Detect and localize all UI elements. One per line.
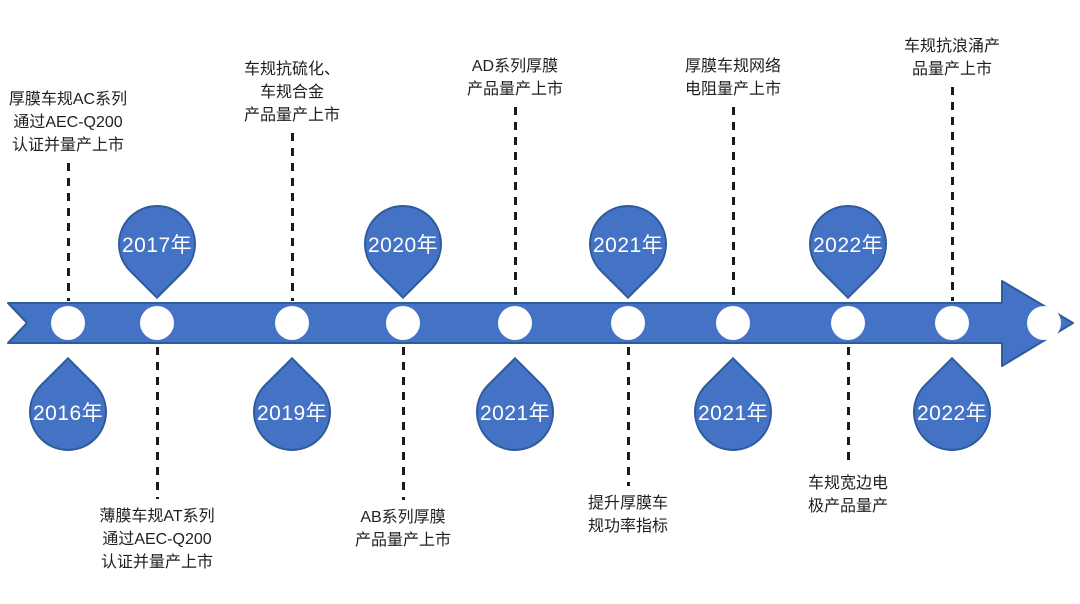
year-label: 2022年 <box>916 402 988 425</box>
year-label: 2020年 <box>367 234 439 257</box>
event-description-line: 认证并量产上市 <box>11 137 124 154</box>
event-description-line: AB系列厚膜 <box>360 509 446 526</box>
event-description-line: 提升厚膜车 <box>587 495 668 512</box>
event-description: 厚膜车规AC系列通过AEC-Q200 认证并量产上市 <box>0 88 160 157</box>
event-description: 薄膜车规AT系列通过AEC-Q200 认证并量产上市 <box>65 505 249 574</box>
event-description-line: 品量产上市 <box>911 61 992 78</box>
event-description-line: AD系列厚膜 <box>471 58 559 75</box>
event-description-line: 车规抗浪涌产 <box>903 38 1000 55</box>
year-label: 2016年 <box>32 402 104 425</box>
event-description-line: 电阻量产上市 <box>684 81 781 98</box>
event-description-line: 厚膜车规网络 <box>684 58 781 75</box>
dashed-connector-line <box>155 347 159 499</box>
event-description: 提升厚膜车规功率指标 <box>536 492 720 538</box>
event-description-line: 车规抗硫化、 <box>243 61 340 78</box>
timeline-band <box>7 280 1074 367</box>
event-description-line: 认证并量产上市 <box>100 554 213 571</box>
timeline-node-dot <box>935 306 969 340</box>
event-description: 车规宽边电极产品量产 <box>756 472 940 518</box>
timeline-node-dot <box>1027 306 1061 340</box>
timeline-node-dot <box>386 306 420 340</box>
event-description-line: 通过AEC-Q200 <box>13 114 123 131</box>
timeline-node-dot <box>716 306 750 340</box>
event-description-line: 产品量产上市 <box>466 81 563 98</box>
event-description-line: 厚膜车规AC系列 <box>8 91 128 108</box>
year-label: 2021年 <box>697 402 769 425</box>
timeline-node-dot <box>831 306 865 340</box>
timeline-node-dot <box>275 306 309 340</box>
dashed-connector-line <box>846 347 850 466</box>
event-description-line: 薄膜车规AT系列 <box>99 508 215 525</box>
event-description: AB系列厚膜产品量产上市 <box>311 506 495 552</box>
year-label: 2021年 <box>592 234 664 257</box>
event-description-line: 车规合金 <box>259 84 324 101</box>
year-label: 2019年 <box>256 402 328 425</box>
dashed-connector-line <box>290 133 294 301</box>
event-description-line: 产品量产上市 <box>243 107 340 124</box>
event-description-line: 车规宽边电 <box>807 475 888 492</box>
timeline-node-dot <box>51 306 85 340</box>
dashed-connector-line <box>950 87 954 301</box>
year-label: 2021年 <box>479 402 551 425</box>
event-description-line: 通过AEC-Q200 <box>102 531 212 548</box>
event-description-line: 产品量产上市 <box>354 532 451 549</box>
dashed-connector-line <box>626 347 630 486</box>
event-description: 车规抗浪涌产品量产上市 <box>860 35 1044 81</box>
event-description: AD系列厚膜产品量产上市 <box>423 55 607 101</box>
dashed-connector-line <box>401 347 405 500</box>
year-label: 2022年 <box>812 234 884 257</box>
timeline-node-dot <box>611 306 645 340</box>
event-description: 厚膜车规网络电阻量产上市 <box>641 55 825 101</box>
dashed-connector-line <box>513 107 517 301</box>
dashed-connector-line <box>66 163 70 301</box>
timeline-node-dot <box>498 306 532 340</box>
event-description-line: 规功率指标 <box>587 518 668 535</box>
event-description: 车规抗硫化、车规合金产品量产上市 <box>200 58 384 127</box>
event-description-line: 极产品量产 <box>807 498 888 515</box>
timeline-node-dot <box>140 306 174 340</box>
dashed-connector-line <box>731 107 735 301</box>
year-label: 2017年 <box>121 234 193 257</box>
